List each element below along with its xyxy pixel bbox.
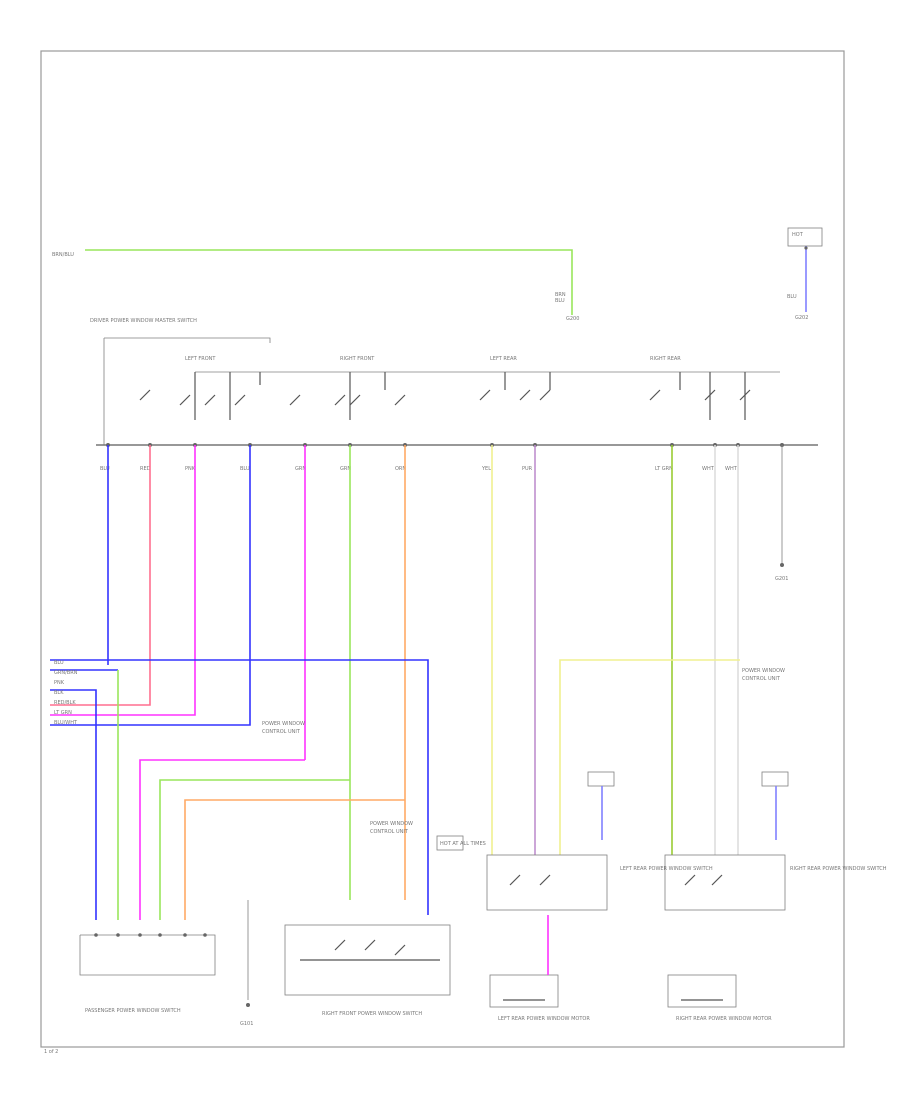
passenger-switch-box: PASSENGER POWER WINDOW SWITCH — [79, 933, 216, 1014]
passenger-harness — [117, 670, 405, 920]
wire-label: HOT — [792, 232, 804, 238]
top-left-wire-label: BRN/BLU — [52, 252, 74, 258]
ground-label: G101 — [240, 1021, 253, 1027]
switch-group-right-front: RIGHT FRONT — [340, 356, 375, 362]
harness-label: PNK — [54, 680, 65, 686]
connector-label: GRN — [340, 466, 351, 472]
switch-group-bus: LEFT FRONT RIGHT FRONT LEFT REAR RIGHT R… — [185, 356, 780, 373]
wire-label: BLU — [555, 298, 565, 304]
master-switch-label: DRIVER POWER WINDOW MASTER SWITCH — [90, 318, 197, 324]
left-rear-switch-box: LEFT REAR POWER WINDOW SWITCH — [486, 854, 713, 911]
top-green-wire: BRN/BLU BRN BLU G200 — [52, 249, 579, 322]
passenger-switch-label: PASSENGER POWER WINDOW SWITCH — [85, 1008, 181, 1014]
hot-label: HOT AT ALL TIMES — [440, 841, 486, 847]
left-rear-motor: LEFT REAR POWER WINDOW MOTOR — [489, 915, 590, 1022]
ground-label-2: G201 — [775, 576, 788, 582]
right-rear-switch-box: RIGHT REAR POWER WINDOW SWITCH — [664, 854, 887, 911]
hot-boxes: HOT AT ALL TIMES — [436, 771, 789, 851]
wire-label: CONTROL UNIT — [370, 829, 409, 835]
wire-label: POWER WINDOW — [370, 821, 413, 827]
harness-label: BLU/WHT — [54, 720, 78, 726]
left-rear-switch-label: LEFT REAR POWER WINDOW SWITCH — [620, 866, 713, 872]
connector-label: PUR — [522, 466, 533, 472]
connector-label: RED — [140, 466, 151, 472]
right-front-switch-box: RIGHT FRONT POWER WINDOW SWITCH — [284, 924, 451, 1017]
switch-contacts — [139, 372, 751, 420]
connector-label: WHT — [725, 466, 738, 472]
right-front-switch-label: RIGHT FRONT POWER WINDOW SWITCH — [322, 1011, 422, 1017]
center-ground: G101 — [240, 900, 253, 1027]
wire-label: CONTROL UNIT — [742, 676, 781, 682]
right-rear-switch-label: RIGHT REAR POWER WINDOW SWITCH — [790, 866, 887, 872]
switch-group-left-front: LEFT FRONT — [185, 356, 216, 362]
connector-label: YEL — [481, 466, 491, 472]
wire-label: BLU — [787, 294, 797, 300]
page-number: 1 of 2 — [44, 1049, 58, 1055]
connector-label: PNK — [185, 466, 196, 472]
harness-label: GRN/BRN — [54, 670, 78, 676]
left-rear-motor-label: LEFT REAR POWER WINDOW MOTOR — [498, 1016, 590, 1022]
right-rear-motor-label: RIGHT REAR POWER WINDOW MOTOR — [676, 1016, 772, 1022]
vertical-wires — [50, 445, 739, 900]
switch-group-right-rear: RIGHT REAR — [650, 356, 681, 362]
connector-label: WHT — [702, 466, 715, 472]
connector-label: LT GRN — [655, 466, 673, 472]
wire-label: BRN — [555, 292, 566, 298]
connector-label: ORN — [395, 466, 406, 472]
wire-label: G200 — [566, 316, 579, 322]
connector-label: GRN — [295, 466, 306, 472]
center-notes: POWER WINDOW CONTROL UNIT POWER WINDOW C… — [262, 721, 413, 835]
harness-label: RED/BLK — [54, 700, 76, 706]
wire-label: G202 — [795, 315, 808, 321]
harness-label: BLK — [54, 690, 64, 696]
connector-bus — [96, 443, 818, 447]
connector-labels: BLU RED PNK BLU GRN GRN ORN YEL PUR LT G… — [100, 466, 738, 472]
switch-group-left-rear: LEFT REAR — [490, 356, 517, 362]
diagram-border — [40, 50, 845, 1048]
right-rear-motor: RIGHT REAR POWER WINDOW MOTOR — [667, 974, 772, 1022]
note-line: CONTROL UNIT — [262, 729, 301, 735]
right-ground: G201 — [775, 445, 788, 582]
harness-label: BLU — [54, 660, 64, 666]
note-line: POWER WINDOW — [262, 721, 305, 727]
top-right-feed: HOT BLU G202 — [787, 227, 823, 321]
harness-bus: BLU GRN/BRN PNK BLK RED/BLK LT GRN BLU/W… — [50, 659, 429, 920]
harness-label: LT GRN — [54, 710, 72, 716]
connector-label: BLU — [100, 466, 110, 472]
wire-label: POWER WINDOW — [742, 668, 785, 674]
connector-label: BLU — [240, 466, 250, 472]
